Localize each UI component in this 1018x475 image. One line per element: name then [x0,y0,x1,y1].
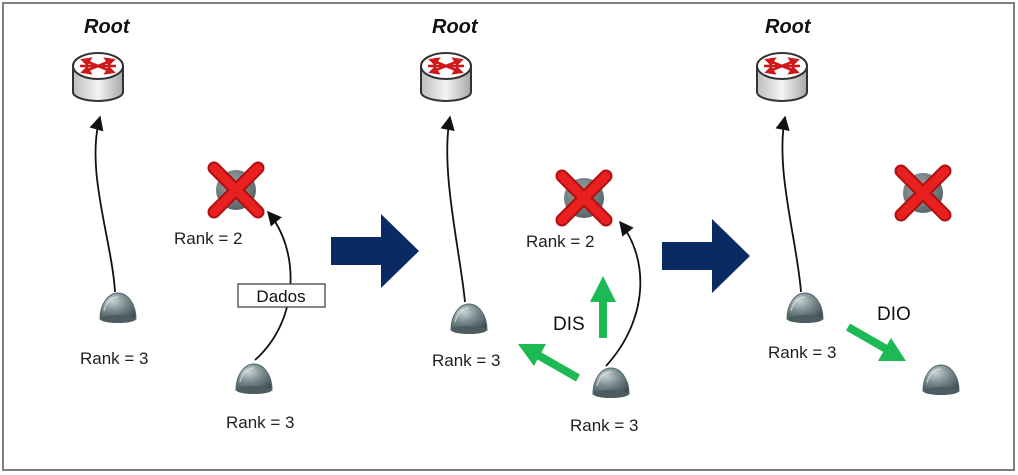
rank-label: Rank = 3 [570,416,639,435]
root-label-2: Root [432,16,479,38]
message-arrow-icon [590,276,616,338]
rank-label: Rank = 2 [174,229,243,248]
rank-label: Rank = 3 [432,351,501,370]
rank-label: Rank = 3 [768,343,837,362]
dio-label: DIO [877,304,911,325]
router-icon [71,51,125,103]
parent-link-arrow [89,115,116,293]
data-packet-box [237,283,326,308]
message-arrow-icon [846,323,906,361]
rank-label: Rank = 2 [526,232,595,251]
message-arrow-icon [518,344,580,382]
root-label-1: Root [84,16,131,38]
parent-link-arrow [775,115,802,293]
parent-link-arrow [440,115,466,303]
failure-cross-icon [562,176,606,220]
router-icon [755,51,809,103]
failure-cross-icon [901,171,945,215]
rank-label: Rank = 3 [80,349,149,368]
data-packet-label: Dados [256,287,305,306]
parent-link-arrow [605,220,642,367]
router-icon [419,51,473,103]
rank-label: Rank = 3 [226,413,295,432]
failure-cross-icon [214,168,258,212]
root-label-3: Root [765,16,812,38]
dis-label: DIS [553,314,585,335]
